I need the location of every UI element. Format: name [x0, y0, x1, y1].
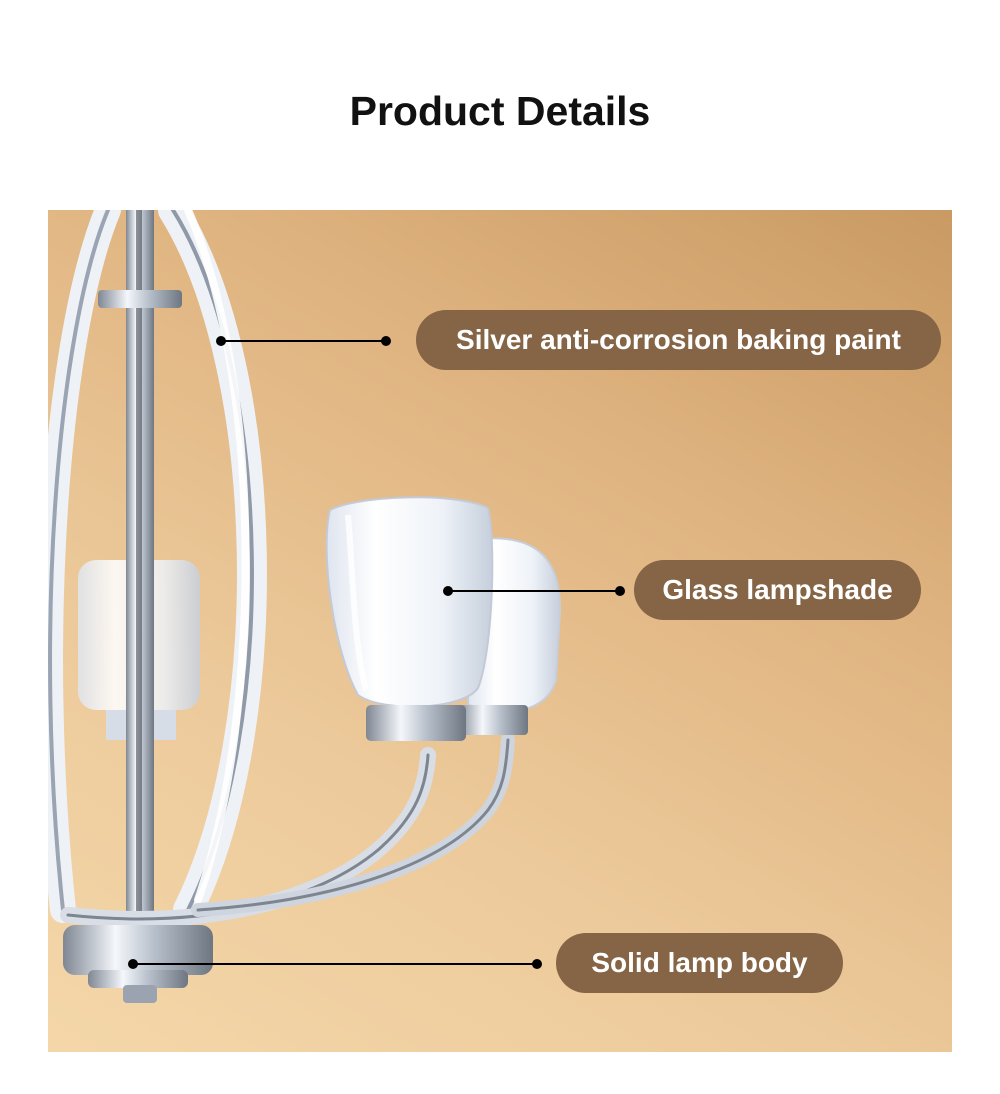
lamp-arms [60, 733, 515, 927]
chandelier-illustration [48, 210, 562, 1003]
pointer-dot [615, 586, 625, 596]
cage-bands [48, 210, 267, 925]
lampshade-front [325, 496, 494, 741]
lamp-base [63, 925, 213, 1003]
product-photo: Silver anti-corrosion baking paint Glass… [48, 210, 952, 1052]
callout-solid-body: Solid lamp body [556, 933, 843, 993]
leader-line [221, 340, 385, 342]
callout-silver-paint: Silver anti-corrosion baking paint [416, 310, 941, 370]
callout-glass-lampshade: Glass lampshade [634, 560, 921, 620]
pointer-dot [381, 336, 391, 346]
leader-line [133, 963, 538, 965]
leader-line [448, 590, 620, 592]
page-title: Product Details [349, 88, 651, 134]
central-rod [98, 210, 182, 940]
pointer-dot [532, 959, 542, 969]
